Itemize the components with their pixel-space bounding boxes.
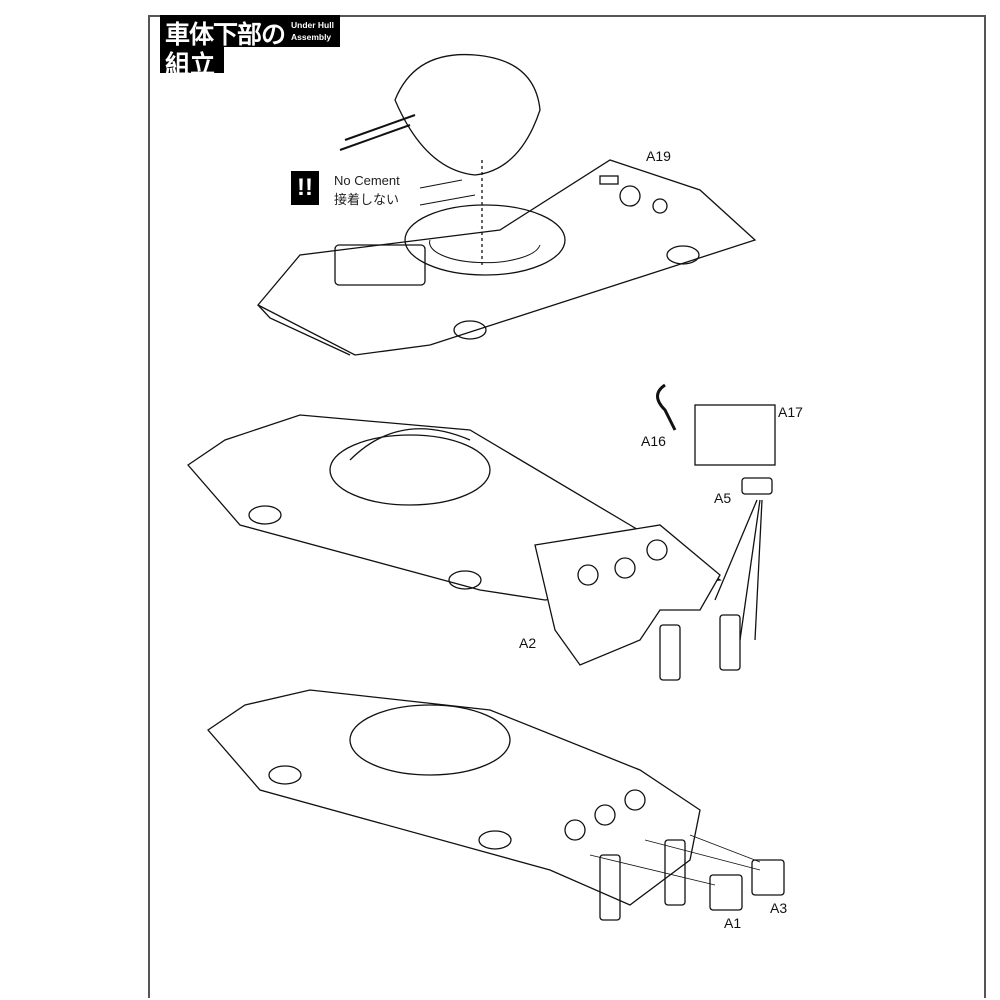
header-box [160,15,340,47]
title-en-line2: Assembly [291,32,332,42]
hull-middle [187,383,776,681]
header-box-lower [160,47,224,73]
page-frame [148,15,986,998]
part-label-a1: A1 [724,915,742,931]
part-label-a3: A3 [770,900,788,916]
title-jp: 車体下部の [165,20,286,49]
part-label-a17: A17 [778,404,803,420]
note-jp: 接着しない [334,192,400,207]
hull-bottom [207,689,785,921]
no-cement-note: No Cement 接着しない [334,171,400,209]
part-label-a2: A2 [519,635,537,651]
part-label-a19: A19 [646,148,671,164]
hull-top [256,159,757,356]
part-label-a16: A16 [641,433,666,449]
title-jp-line2: 組立 [165,50,216,79]
title-en-line1: Under Hull [291,20,334,30]
note-en: No Cement [334,173,400,188]
turret [339,53,541,265]
part-label-a5: A5 [714,490,732,506]
no-cement-warning-icon: !! [291,171,319,205]
